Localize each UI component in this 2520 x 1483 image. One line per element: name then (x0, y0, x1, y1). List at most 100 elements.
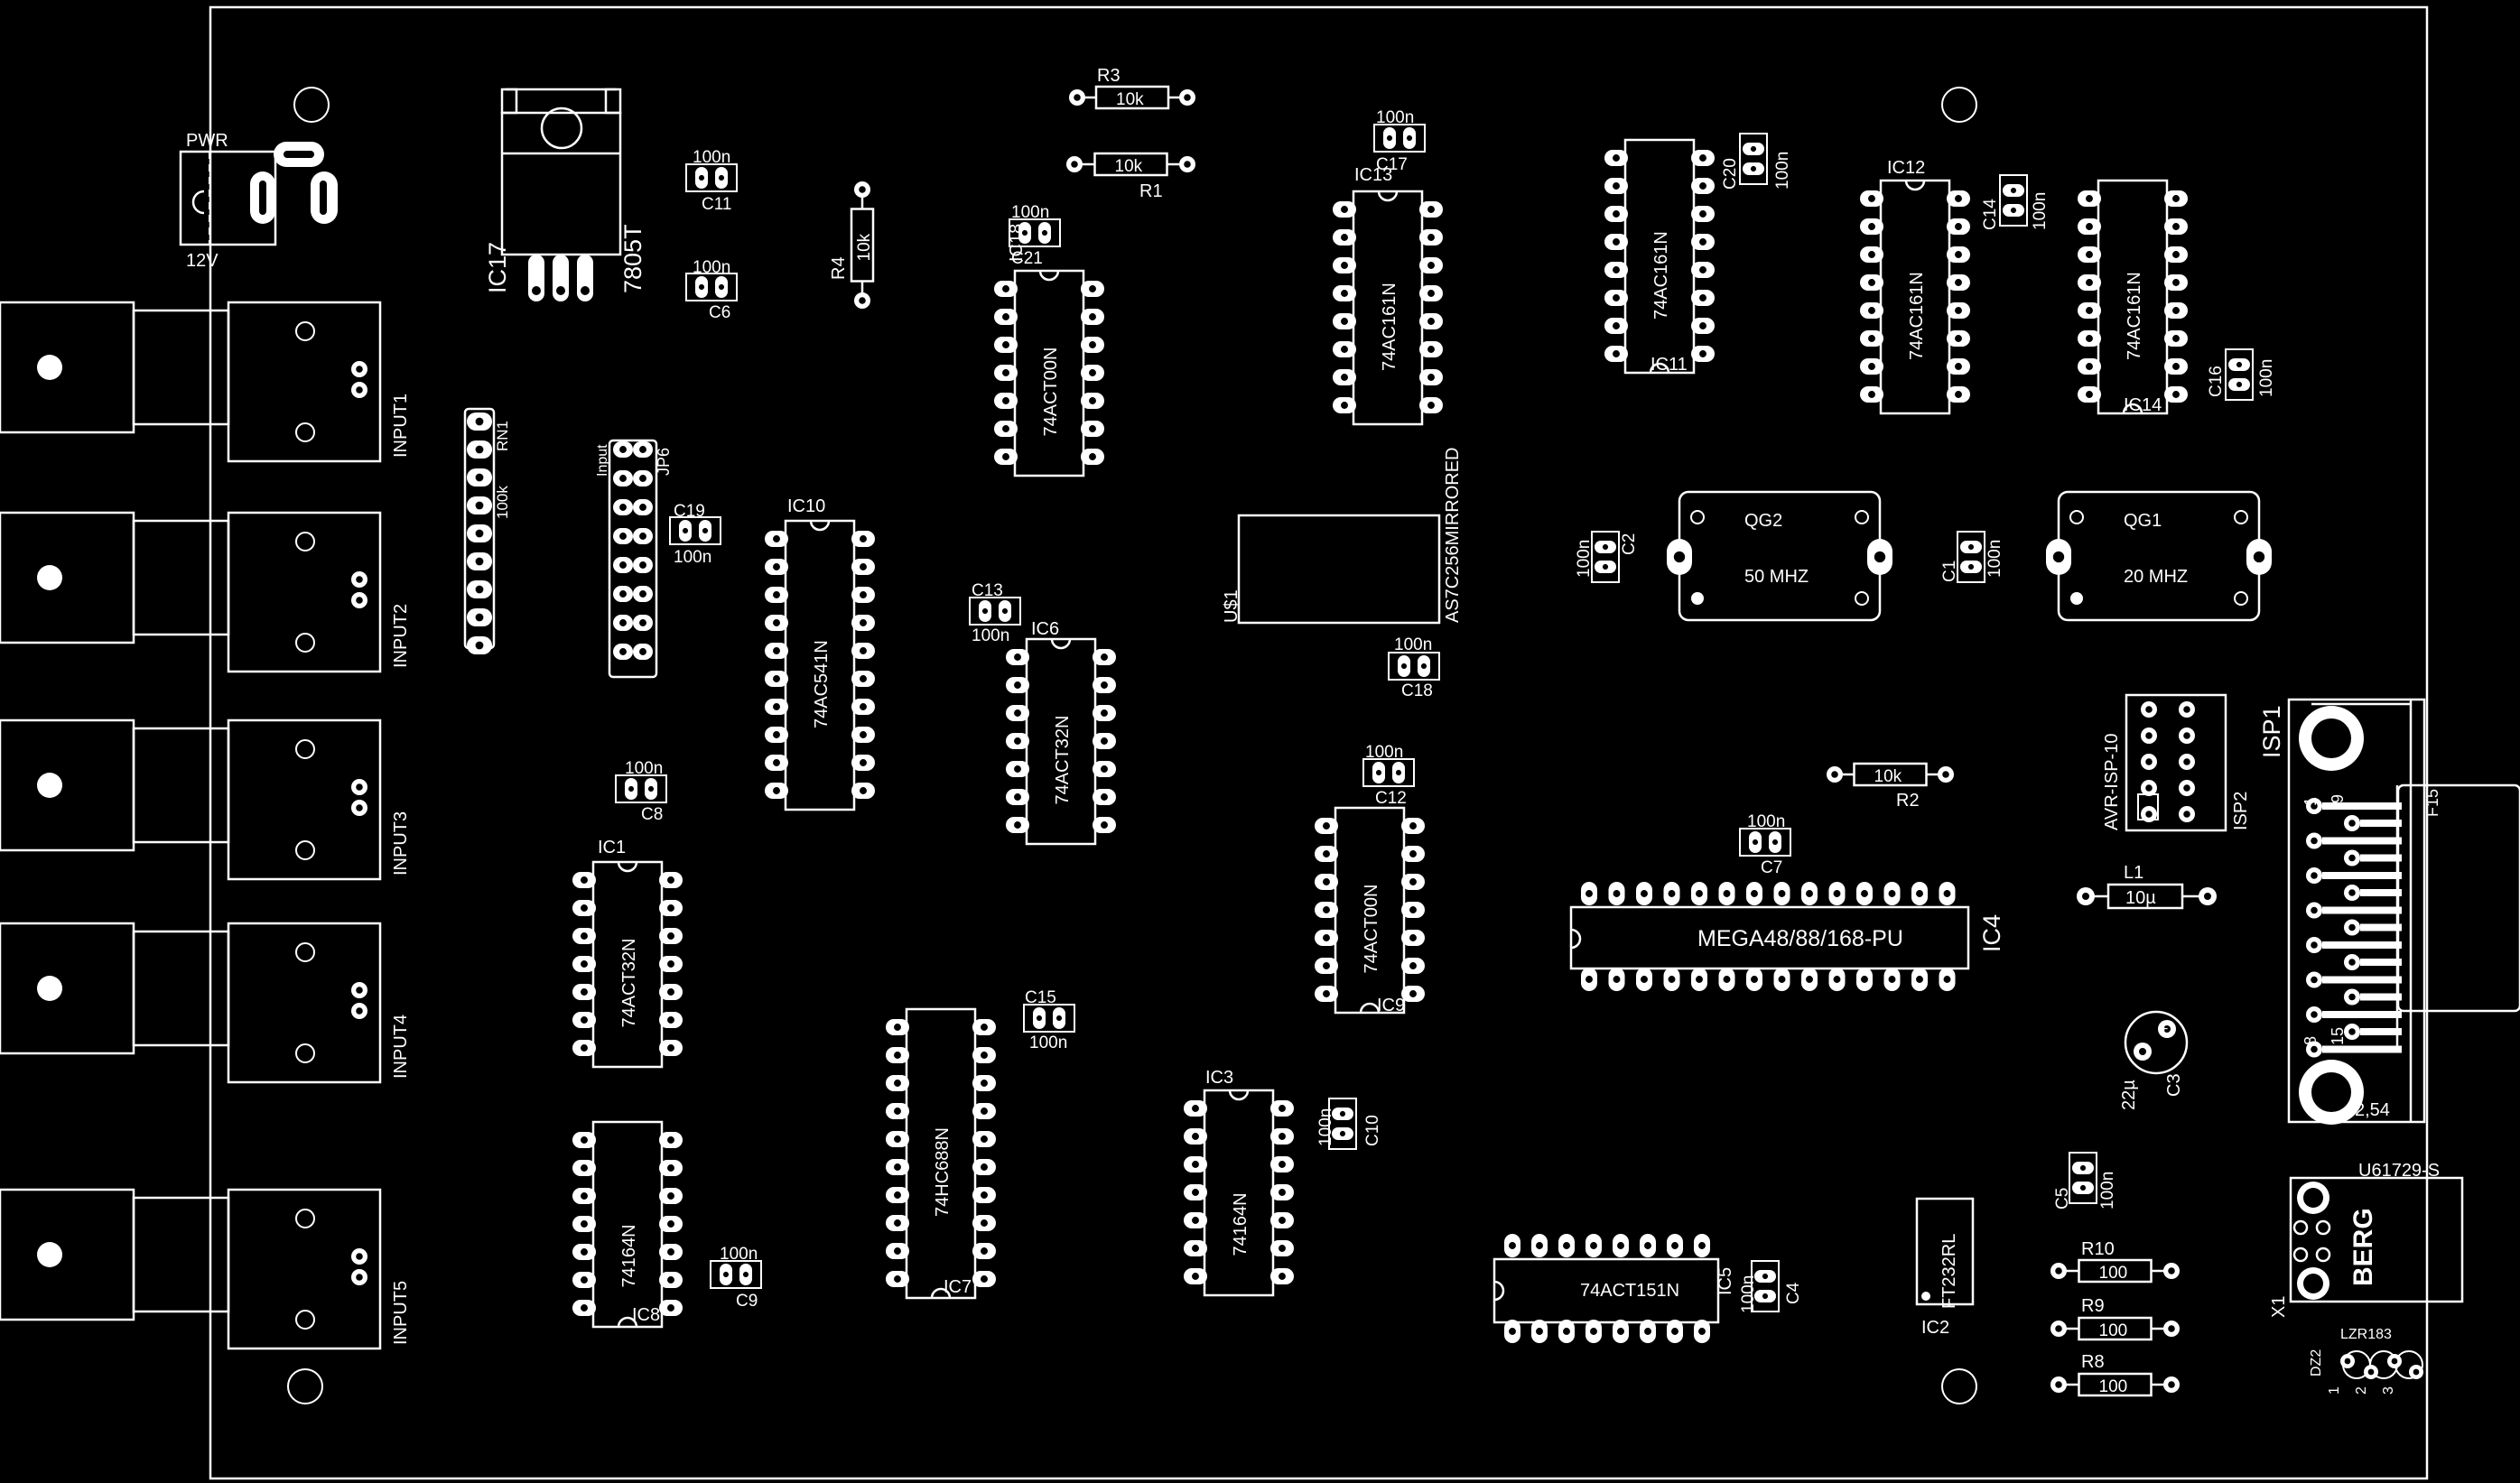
ic-value: FT232RL (1939, 1234, 1959, 1309)
capacitor-ref: C14 (1981, 199, 2000, 230)
inductor-value: 10µ (2125, 888, 2156, 908)
ic-value: 74AC541N (812, 640, 832, 728)
voltage-regulator: IC17 7805T (484, 88, 646, 301)
capacitor-c14: 100n C14 (1981, 174, 2050, 230)
capacitor-ref: C4 (1784, 1282, 1803, 1304)
pwr-label: PWR (186, 131, 228, 151)
pwr-voltage: 12V (186, 251, 219, 271)
led-value: LZR183 (2340, 1327, 2392, 1342)
capacitor-value: 100n (1316, 1108, 1335, 1146)
led-lzr183: DZ2 LZR183 1 2 3 (2309, 1327, 2423, 1395)
regulator-value: 7805T (619, 224, 646, 293)
resistor-network: RN1 100k (463, 407, 511, 654)
resistor-value: 10k (855, 233, 874, 261)
capacitor-value: 100n (2031, 192, 2050, 230)
capacitor-value: 100n (1773, 152, 1792, 190)
ic-ref: IC3 (1205, 1068, 1233, 1088)
bnc-input-label: INPUT3 (391, 811, 411, 876)
ic-ref: IC9 (1377, 996, 1405, 1015)
capacitor-ref: C9 (736, 1292, 758, 1311)
jp-label: Input (595, 444, 610, 477)
led-pin-2: 2 (2354, 1386, 2369, 1395)
capacitor-value: 100n (2257, 359, 2276, 397)
ic-ref: IC5 (1716, 1267, 1735, 1295)
capacitor-ref: C7 (1761, 858, 1782, 877)
ic-ref: IC10 (787, 496, 825, 516)
mounting-holes (287, 87, 1977, 1404)
ic-ref: IC13 (1354, 165, 1392, 185)
dsub-pin-b: 9 (2329, 794, 2347, 803)
ic-ref: IC4 (1978, 914, 2005, 952)
capacitor-value: 100n (1575, 540, 1594, 578)
rn-ref: RN1 (494, 421, 511, 451)
ic-ref: IC2 (1921, 1318, 1949, 1338)
capacitor-ref: C6 (709, 303, 730, 322)
ic-ref: IC14 (2124, 395, 2162, 415)
capacitor-value: 100n (720, 1245, 758, 1264)
bnc-input-label: INPUT4 (391, 1015, 411, 1079)
capacitor-ref: C5 (2053, 1188, 2072, 1210)
capacitor-value: 100n (1029, 1033, 1067, 1052)
dsub-pin-a: 1 (2301, 797, 2320, 806)
led-ref: DZ2 (2309, 1349, 2324, 1376)
capacitor-value: 100n (1394, 635, 1432, 654)
isp-header: AVR-ISP-10 ISP2 (2102, 693, 2251, 832)
capacitor-ref: C11 (702, 195, 731, 214)
capacitor-value: 100n (625, 759, 663, 778)
resistor-ref: R3 (1097, 66, 1121, 86)
capacitor-c5: 100n C5 (2053, 1152, 2117, 1210)
oscillator-ref: QG2 (1744, 511, 1782, 531)
regulator-ref: IC17 (484, 242, 511, 293)
capacitor-value: 100n (1011, 203, 1049, 222)
ic-value: 74ACT32N (1053, 716, 1073, 805)
bnc-input-label: INPUT2 (391, 604, 411, 668)
resistor-ref: R4 (829, 256, 849, 280)
capacitor-value: 100n (1985, 540, 2004, 578)
elcap-value: 22µ (2119, 1080, 2139, 1110)
bnc-input-4: INPUT4 (0, 922, 411, 1084)
bnc-input-1: INPUT1 (0, 301, 411, 463)
usb-connector: U61729-S BERG X1 (2269, 1161, 2464, 1318)
resistor-ref: R10 (2081, 1239, 2115, 1259)
resistor-ref: R8 (2081, 1352, 2105, 1372)
capacitor-value: 100n (2098, 1172, 2117, 1210)
ram-chip: U$1 AS7C256MIRRORED (1222, 447, 1463, 625)
ic-value: MEGA48/88/168-PU (1697, 926, 1903, 951)
usb-ref: X1 (2269, 1296, 2289, 1318)
resistor-value: 10k (1874, 767, 1902, 786)
resistor-value: 10k (1116, 90, 1144, 109)
ic-ref: IC12 (1887, 158, 1925, 178)
capacitor-ref: C12 (1375, 789, 1407, 808)
jumper-header: JP6 Input (595, 439, 673, 679)
oscillator-value: 50 MHZ (1744, 567, 1809, 587)
ic-value: 74ACT32N (619, 939, 639, 1028)
ic-value: 74AC161N (1651, 231, 1671, 320)
capacitor-value: 100n (1739, 1275, 1758, 1313)
isp-value: AVR-ISP-10 (2102, 734, 2122, 830)
ic-ref: IC18 (1007, 224, 1027, 262)
capacitor-ref: C16 (2207, 366, 2226, 397)
